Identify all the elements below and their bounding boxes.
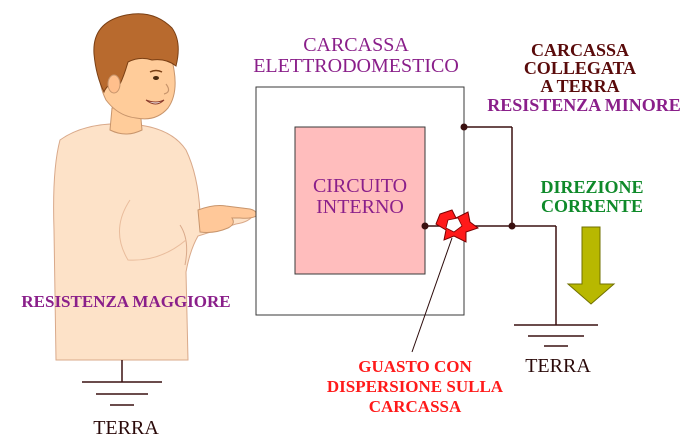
label-carcassa-collegata: CARCASSA COLLEGATA A TERRA (500, 41, 660, 95)
label-carcassa-elettrodomestico: CARCASSA ELETTRODOMESTICO (236, 35, 476, 77)
label-terra-left: TERRA (93, 417, 159, 439)
label-line: GUASTO CON (358, 357, 472, 376)
label-line: DIREZIONE (540, 177, 644, 197)
label-line: CARCASSA (530, 40, 629, 60)
label-direzione-corrente: DIREZIONE CORRENTE (520, 178, 664, 216)
label-circuito-interno: CIRCUITO INTERNO (296, 176, 424, 218)
fault-spark-icon (435, 209, 480, 243)
label-line: INTERNO (316, 196, 404, 218)
label-line: CARCASSA (368, 397, 462, 416)
label-line: CARCASSA (303, 34, 409, 56)
person-icon (53, 13, 257, 361)
label-line: CIRCUITO (312, 175, 408, 197)
label-line: CORRENTE (540, 196, 643, 216)
junction-dot (421, 222, 429, 230)
internal-circuit (294, 126, 426, 275)
label-guasto: GUASTO CON DISPERSIONE SULLA CARCASSA (304, 357, 526, 417)
ground-symbol-icon (514, 324, 598, 347)
fault-pointer-line (411, 237, 453, 353)
down-arrow-icon (566, 226, 616, 305)
label-line: COLLEGATA (523, 58, 637, 78)
ground-symbol-icon (82, 381, 162, 406)
label-line: DISPERSIONE SULLA (326, 377, 504, 396)
label-line: A TERRA (540, 76, 620, 96)
junction-dot (460, 123, 468, 131)
label-terra-right: TERRA (525, 355, 591, 377)
label-line: ELETTRODOMESTICO (253, 55, 459, 77)
label-resistenza-maggiore: RESISTENZA MAGGIORE (21, 292, 231, 311)
junction-dot (508, 222, 516, 230)
label-resistenza-minore: RESISTENZA MINORE (487, 95, 681, 115)
